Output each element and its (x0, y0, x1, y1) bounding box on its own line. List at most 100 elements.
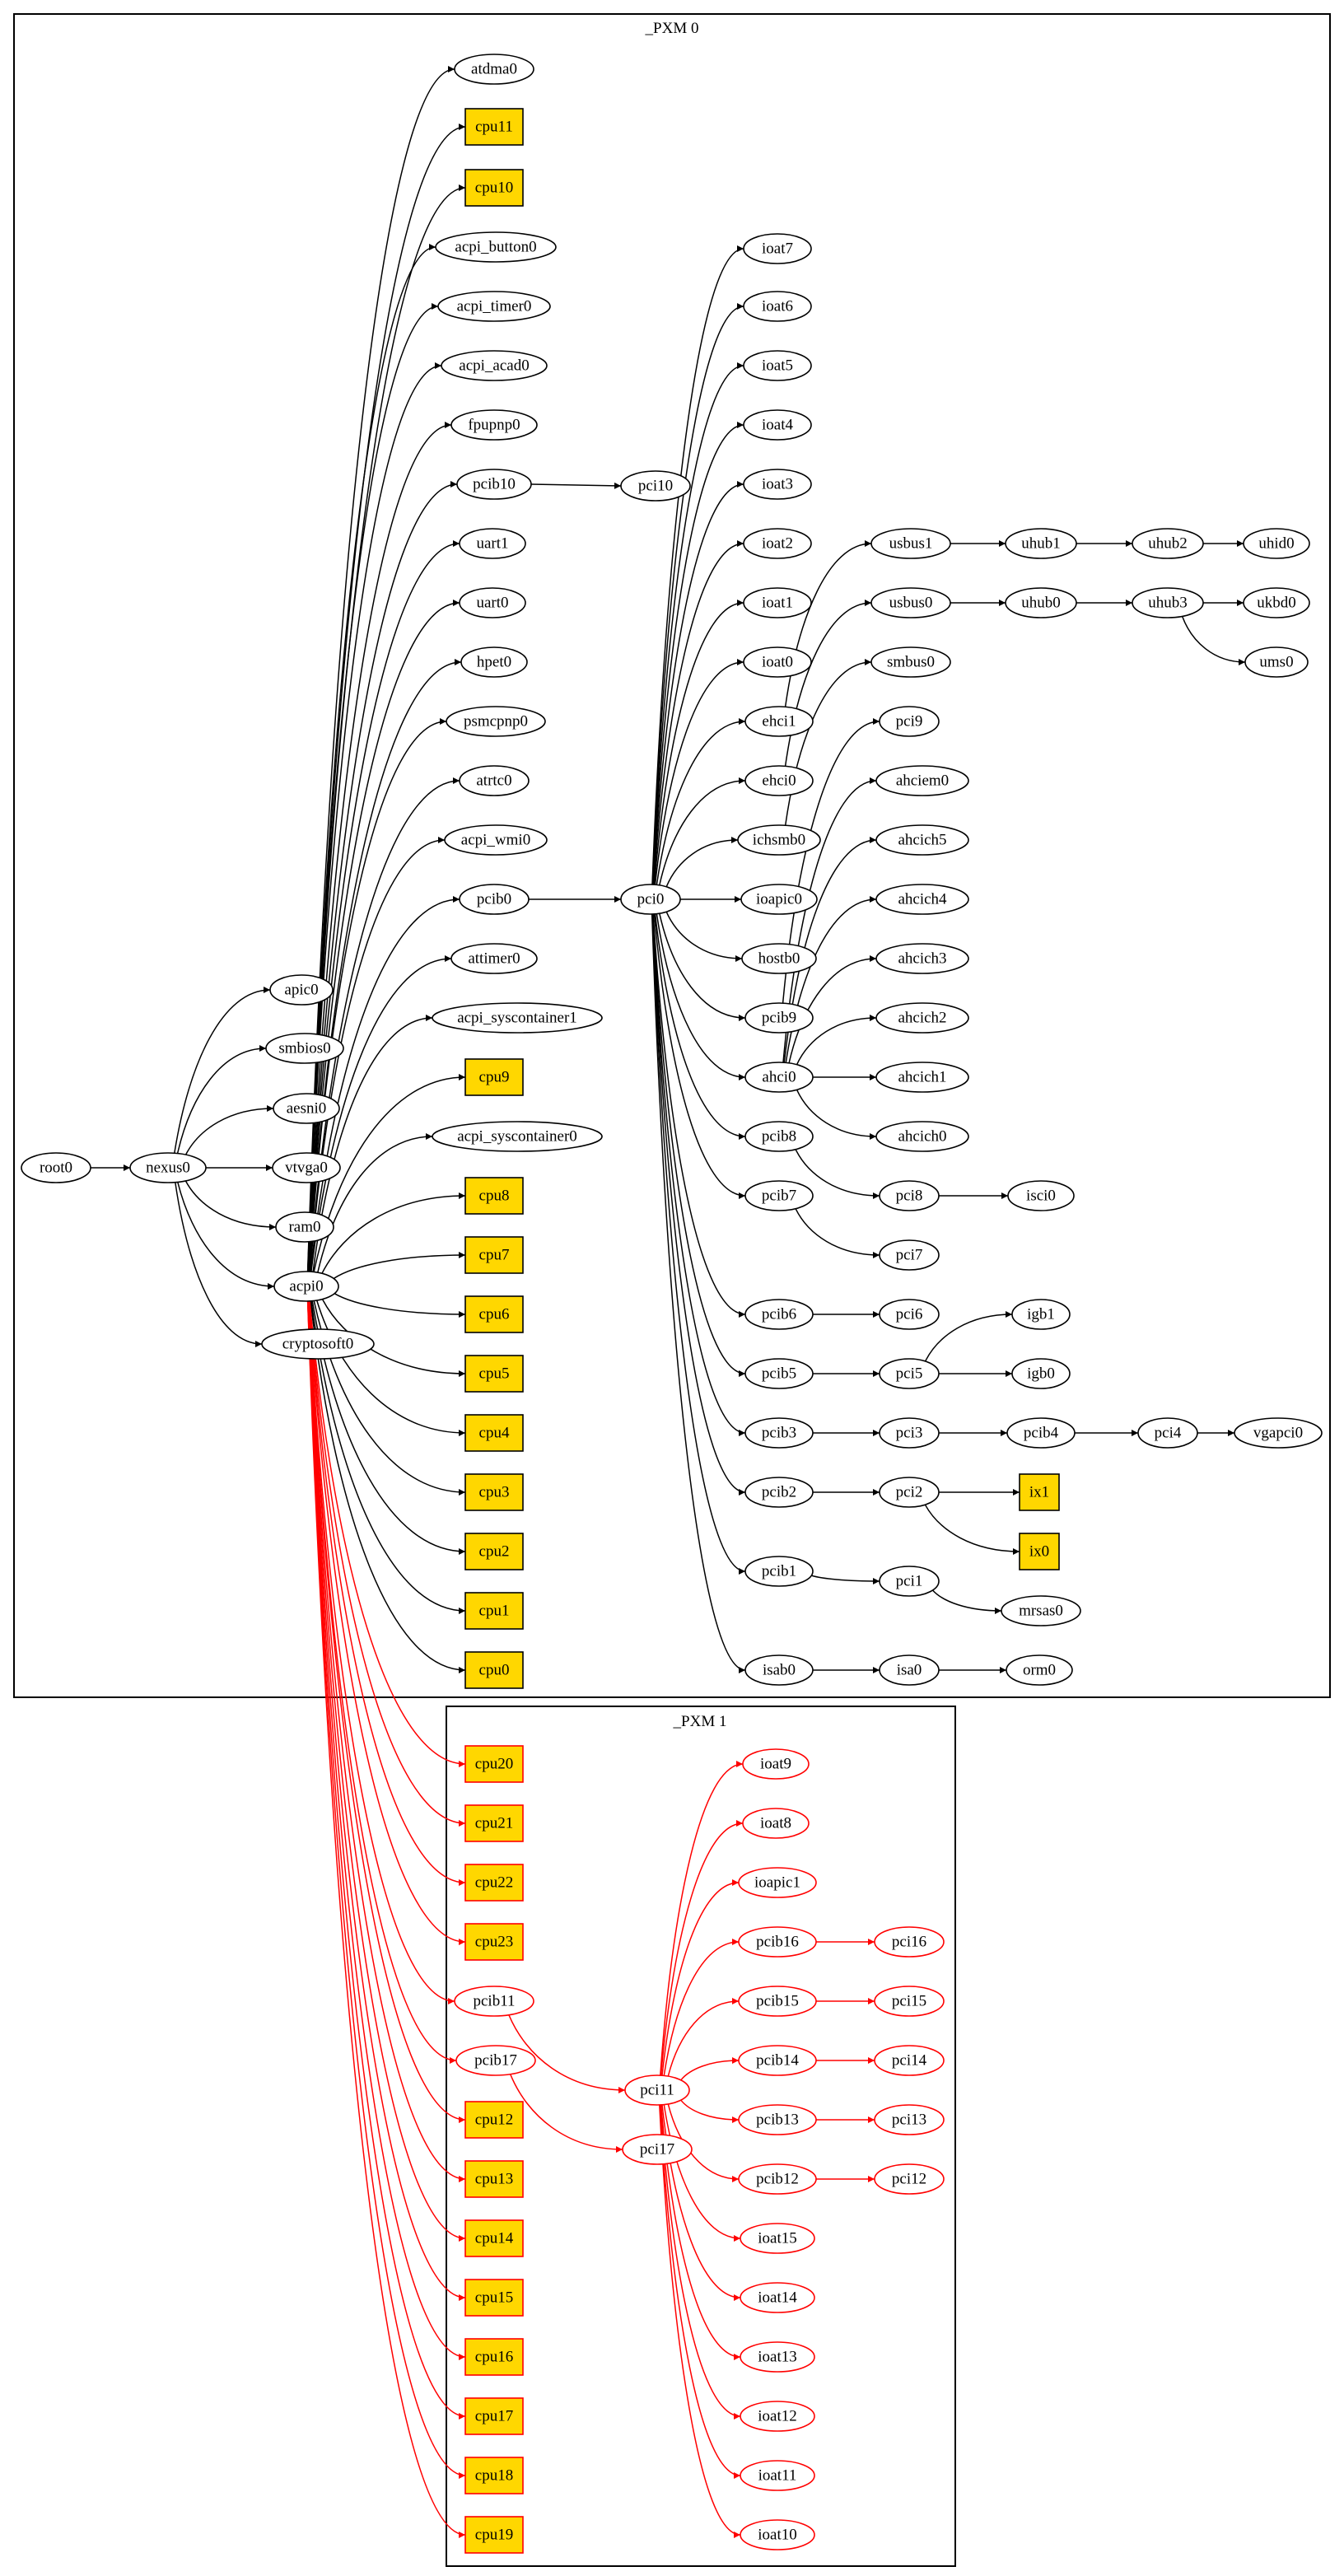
node-cpu15: cpu15 (464, 2279, 524, 2317)
node-attimer0-shape (450, 943, 538, 974)
node-smbios0-label: smbios0 (278, 1039, 330, 1057)
node-atdma0-shape (454, 54, 534, 85)
clusters-layer: _PXM 0 _PXM 1 (13, 13, 1331, 2567)
node-cpu7-shape (464, 1236, 524, 1274)
node-uhub2-shape (1132, 528, 1204, 559)
node-pcib8-label: pcib8 (762, 1127, 796, 1145)
edge-pci0-to-pcib8 (654, 913, 746, 1140)
node-cpu3-shape (464, 1473, 524, 1511)
edge-pci11-to-ioapic1 (661, 1879, 740, 2076)
node-pci15-shape (874, 1986, 945, 2017)
node-fpupnp0: fpupnp0 (450, 409, 538, 441)
node-isa0: isa0 (879, 1654, 940, 1686)
node-cpu23: cpu23 (464, 1923, 524, 1961)
node-cpu12-label: cpu12 (475, 2111, 513, 2128)
edge-nexus0-to-apic0 (174, 987, 271, 1154)
node-pci13: pci13 (874, 2104, 945, 2135)
node-ioat10-shape (740, 2519, 815, 2550)
edge-pci0-to-pcib7 (653, 913, 746, 1199)
node-ioat9-shape (742, 1748, 810, 1780)
node-pci15-label: pci15 (892, 1992, 926, 2009)
node-acpi_timer0: acpi_timer0 (437, 291, 551, 322)
node-hpet0: hpet0 (460, 646, 528, 678)
node-pci13-label: pci13 (892, 2111, 926, 2128)
node-pci12-label: pci12 (892, 2170, 926, 2187)
node-pcib17-shape (455, 2045, 536, 2076)
node-hpet0-label: hpet0 (477, 653, 511, 670)
node-cpu7: cpu7 (464, 1236, 524, 1274)
node-orm0-label: orm0 (1023, 1661, 1056, 1678)
node-pci14-shape (874, 2045, 945, 2076)
node-pcib4-shape (1006, 1417, 1076, 1449)
node-igb1-shape (1011, 1299, 1071, 1330)
cluster-pxm0-label: _PXM 0 (645, 20, 699, 37)
node-pcib10-shape (456, 469, 532, 500)
node-ioat14-label: ioat14 (758, 2289, 797, 2306)
node-vgapci0: vgapci0 (1234, 1417, 1323, 1449)
node-acpi_syscontainer1: acpi_syscontainer1 (432, 1002, 603, 1034)
node-pcib7: pcib7 (744, 1180, 814, 1211)
node-igb0-label: igb0 (1027, 1365, 1055, 1382)
node-pci4-shape (1137, 1417, 1198, 1449)
edge-pci0-to-ehci0 (659, 777, 746, 885)
node-pcib8-shape (744, 1121, 814, 1152)
node-ioat3-shape (743, 469, 812, 500)
node-pcib7-label: pcib7 (762, 1187, 796, 1204)
edge-acpi0-to-pcib0 (310, 896, 460, 1272)
node-pcib3: pcib3 (744, 1417, 814, 1449)
node-root0: root0 (21, 1152, 91, 1183)
node-ioapic1: ioapic1 (738, 1867, 817, 1898)
node-cpu16-shape (464, 2338, 524, 2376)
node-cpu19-label: cpu19 (475, 2526, 513, 2543)
edge-ichsmb0-to-smbus0 (784, 659, 872, 826)
node-cpu22-label: cpu22 (475, 1874, 513, 1891)
node-pci15: pci15 (874, 1986, 945, 2017)
node-ukbd0-label: ukbd0 (1257, 594, 1296, 611)
node-cpu10-label: cpu10 (475, 179, 513, 196)
node-acpi_button0-label: acpi_button0 (455, 238, 536, 255)
node-ahcich3: ahcich3 (875, 943, 969, 974)
edge-acpi0-to-cpu20 (309, 1300, 466, 1767)
node-cpu10-shape (464, 169, 524, 207)
edge-acpi0-to-cpu14 (307, 1300, 466, 2242)
node-ioat1: ioat1 (743, 587, 812, 618)
node-cpu18: cpu18 (464, 2457, 524, 2494)
node-ioat5: ioat5 (743, 350, 812, 381)
node-pci2-label: pci2 (896, 1483, 923, 1500)
node-cpu23-shape (464, 1923, 524, 1961)
node-cpu2-shape (464, 1533, 524, 1570)
node-acpi_wmi0-shape (444, 824, 548, 856)
node-ioat15: ioat15 (740, 2223, 815, 2254)
edge-pci0-to-ioat4 (652, 422, 744, 885)
node-ioat7-shape (743, 233, 812, 264)
edge-pci0-to-pcib2 (651, 913, 746, 1496)
edge-acpi0-to-psmcpnp0 (308, 718, 447, 1272)
edge-acpi0-to-acpi_button0 (307, 244, 436, 1272)
node-atrtc0-shape (459, 765, 530, 796)
node-ioat4-label: ioat4 (762, 416, 793, 433)
edge-pcib10-to-pci10 (530, 482, 622, 489)
node-cpu0-shape (464, 1651, 524, 1689)
node-acpi0: acpi0 (273, 1271, 339, 1302)
node-ahci0-label: ahci0 (762, 1068, 796, 1085)
node-pcib17-label: pcib17 (474, 2051, 517, 2069)
node-acpi_button0-shape (435, 231, 557, 263)
node-cpu17-shape (464, 2397, 524, 2435)
node-pcib9-label: pcib9 (762, 1009, 796, 1026)
node-cpu14-label: cpu14 (475, 2229, 514, 2247)
node-ioat8-label: ioat8 (760, 1814, 791, 1832)
node-cryptosoft0: cryptosoft0 (261, 1328, 375, 1360)
node-cpu20-shape (464, 1745, 524, 1783)
node-psmcpnp0-shape (446, 706, 546, 737)
node-pci8-label: pci8 (896, 1187, 923, 1204)
node-cpu19: cpu19 (464, 2516, 524, 2554)
edge-pci0-to-ioat7 (651, 245, 744, 885)
node-attimer0: attimer0 (450, 943, 538, 974)
node-apic0-shape (269, 974, 334, 1006)
node-pcib0: pcib0 (459, 884, 530, 915)
node-pcib4-label: pcib4 (1024, 1424, 1059, 1441)
node-pcib12-shape (738, 2163, 817, 2195)
node-pcib12: pcib12 (738, 2163, 817, 2195)
node-cpu1-shape (464, 1592, 524, 1630)
node-ram0-label: ram0 (288, 1218, 320, 1235)
